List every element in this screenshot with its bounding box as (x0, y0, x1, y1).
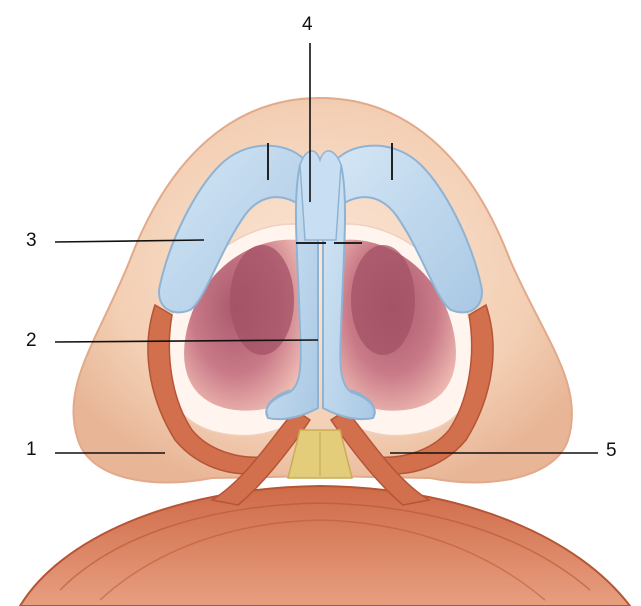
label-1: 1 (26, 440, 37, 459)
left-nostril-depth (230, 245, 294, 355)
lip-muscle (20, 486, 630, 606)
label-2: 2 (26, 331, 37, 350)
label-3: 3 (26, 231, 37, 250)
right-nostril-depth (351, 245, 415, 355)
label-5: 5 (606, 441, 617, 460)
label-4: 4 (302, 15, 313, 34)
dome-fusion (300, 151, 341, 240)
